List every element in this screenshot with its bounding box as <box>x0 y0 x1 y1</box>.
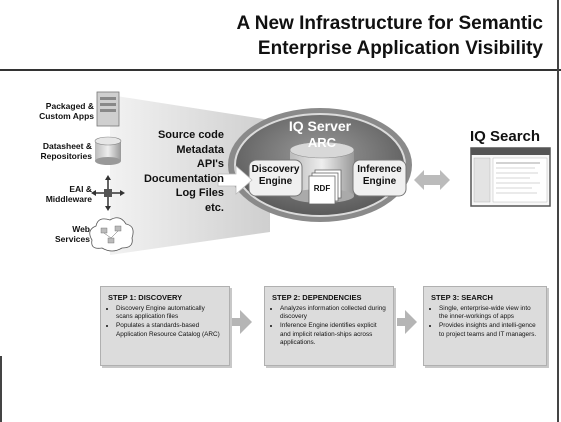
title-underline <box>0 69 561 71</box>
data-type-item: Log Files <box>175 187 224 199</box>
data-type-item: Documentation <box>143 172 224 185</box>
rdf-label: RDF <box>313 184 331 193</box>
step-3-bullet: Single, enterprise-wide view into the in… <box>439 305 539 321</box>
rdf-document <box>308 175 336 205</box>
step-3-title: STEP 3: SEARCH <box>431 293 493 302</box>
data-type-item: Metadata <box>176 143 224 156</box>
inference-engine-label: Inference Engine <box>357 164 402 187</box>
cloud-network-icon <box>89 217 134 252</box>
step-1-bullet: Populates a standards-based Application … <box>116 322 222 338</box>
source-label-eai: EAI & Middleware <box>45 184 92 204</box>
step-3-bullet: Provides insights and intelli-gence to p… <box>439 322 539 338</box>
data-types-list: Source code Metadata API's Documentation… <box>128 128 224 215</box>
step-1-bullet: Discovery Engine automatically scans app… <box>116 305 222 321</box>
left-border <box>0 356 2 422</box>
step-2-box: STEP 2: DEPENDENCIES Analyzes informatio… <box>264 286 394 366</box>
title-line-2: Enterprise Application Visibility <box>257 38 543 59</box>
right-border <box>557 0 559 422</box>
database-cylinder-icon <box>94 136 122 165</box>
step-2-bullet: Analyzes information collected during di… <box>280 305 386 321</box>
network-hub-icon <box>91 175 125 211</box>
title-line-1: A New Infrastructure for Semantic <box>236 13 543 34</box>
server-tower-icon <box>96 91 120 127</box>
double-arrow <box>414 170 450 190</box>
iq-server-title: IQ Server <box>288 118 352 134</box>
step-2-bullet: Inference Engine identifies explicit and… <box>280 322 386 347</box>
data-type-item: API's <box>196 158 224 170</box>
source-label-datasheet: Datasheet & Repositories <box>40 141 93 161</box>
step-arrow-2 <box>397 310 417 334</box>
source-label-web-services: Web Services <box>55 224 90 244</box>
funnel-beam <box>110 95 270 255</box>
iq-search-title: IQ Search <box>470 128 541 145</box>
step-1-box: STEP 1: DISCOVERY Discovery Engine autom… <box>100 286 230 366</box>
step-3-box: STEP 3: SEARCH Single, enterprise-wide v… <box>423 286 547 366</box>
inference-engine-box <box>352 159 407 197</box>
step-1-title: STEP 1: DISCOVERY <box>108 293 183 302</box>
input-arrow <box>217 165 253 195</box>
data-type-item: etc. <box>205 201 224 214</box>
source-label-packaged: Packaged & Custom Apps <box>39 101 94 121</box>
data-type-item: Source code <box>157 129 224 141</box>
step-2-title: STEP 2: DEPENDENCIES <box>272 293 362 302</box>
arc-label: ARC <box>307 135 337 150</box>
discovery-engine-label: Discovery Engine <box>251 164 300 187</box>
step-arrow-1 <box>232 310 252 334</box>
